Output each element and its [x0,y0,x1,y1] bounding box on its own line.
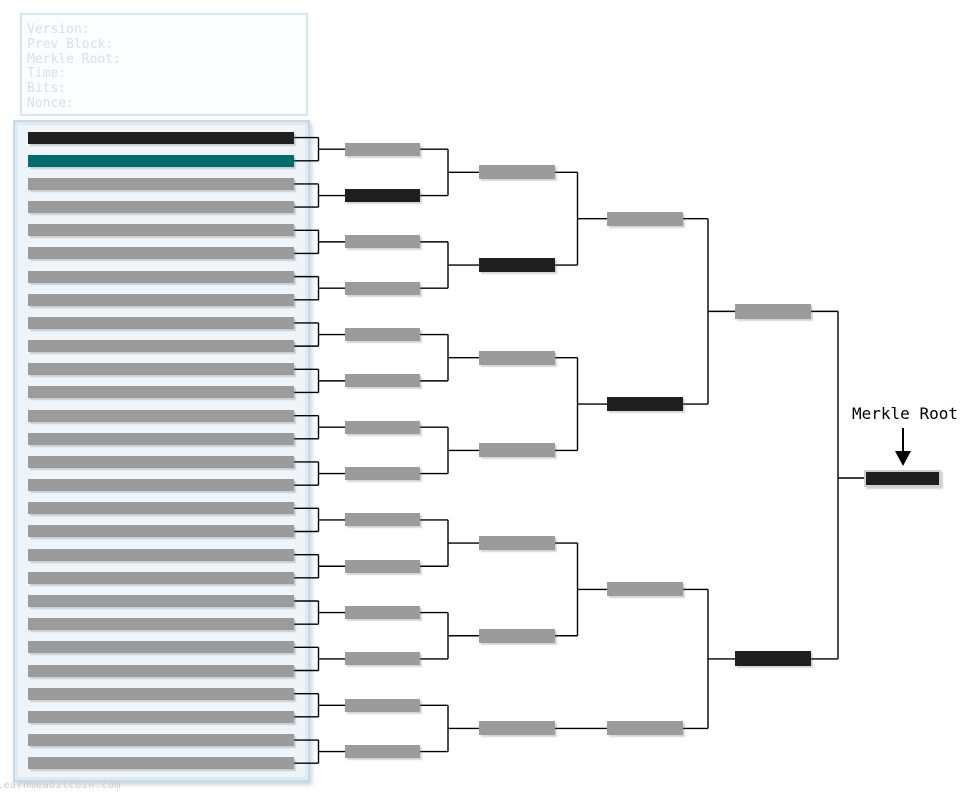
tree-node-level2 [479,536,555,551]
transaction-bar [28,432,294,445]
transaction-bar [28,548,294,561]
transaction-bar [28,710,294,723]
tree-node-level1 [345,745,420,759]
transaction-bar [28,177,294,190]
merkle-root-arrowhead-icon [895,451,911,466]
transaction-bar [28,131,294,144]
tree-node-level2 [479,258,555,273]
tree-node-level2 [479,443,555,458]
transaction-bar [28,455,294,468]
tree-node-level3 [607,721,683,736]
transaction-bar [28,757,294,770]
transaction-bar-selected [28,154,294,167]
tree-node-level3 [607,397,683,412]
tree-node-level3 [607,582,683,597]
transaction-bar [28,409,294,422]
transaction-bar [28,386,294,399]
transaction-bar [28,664,294,677]
tree-node-level2 [479,628,555,643]
merkle-root-node [864,469,941,487]
watermark: learnmeabitcoin.com [0,780,121,791]
transaction-bar [28,618,294,631]
tree-node-level2 [479,165,555,180]
transaction-bar [28,502,294,515]
tree-node-level4 [735,651,811,667]
transaction-bar [28,363,294,376]
block-header-field-version: Version: [27,22,90,37]
tree-node-level1 [345,142,420,156]
block-header-field-time: Time: [27,66,67,82]
tree-node-level1 [345,652,420,666]
transaction-bar [28,571,294,584]
block-header-box: Version: Prev Block: Merkle Root: Time: … [20,13,308,116]
tree-node-level1 [345,467,420,481]
tree-node-level1 [345,281,420,295]
block-header-field-merkle-root: Merkle Root: [27,51,121,67]
tree-node-level1 [345,235,420,249]
block-header-field-bits: Bits: [27,81,67,97]
transaction-bar [28,247,294,260]
tree-node-level3 [607,211,683,226]
transaction-bar [28,224,294,237]
transaction-bar [28,687,294,700]
transaction-bar [28,595,294,607]
merkle-root-label: Merkle Root [852,404,958,423]
tree-node-level2 [479,721,555,736]
transaction-bar [28,293,294,306]
tree-node-level1 [345,374,420,388]
transaction-bar [28,340,294,353]
tree-node-level1 [345,606,420,620]
transaction-bar [28,641,294,654]
tree-node-level1 [345,420,420,434]
tree-node-level1 [345,189,420,203]
transaction-bar [28,201,294,214]
tree-node-level1 [345,698,420,712]
tree-node-level2 [479,350,555,365]
transaction-bar [28,479,294,492]
merkle-root-arrow [902,428,904,451]
block-header-field-nonce: Nonce: [27,95,74,111]
tree-node-level1 [345,328,420,342]
transaction-bar [28,270,294,283]
tree-node-level1 [345,513,420,527]
transaction-bar [28,734,294,747]
tree-node-level1 [345,559,420,573]
transaction-bar [28,525,294,538]
block-header-field-prev-block: Prev Block: [27,36,114,52]
transaction-bar [28,316,294,329]
tree-node-level4 [735,303,811,319]
